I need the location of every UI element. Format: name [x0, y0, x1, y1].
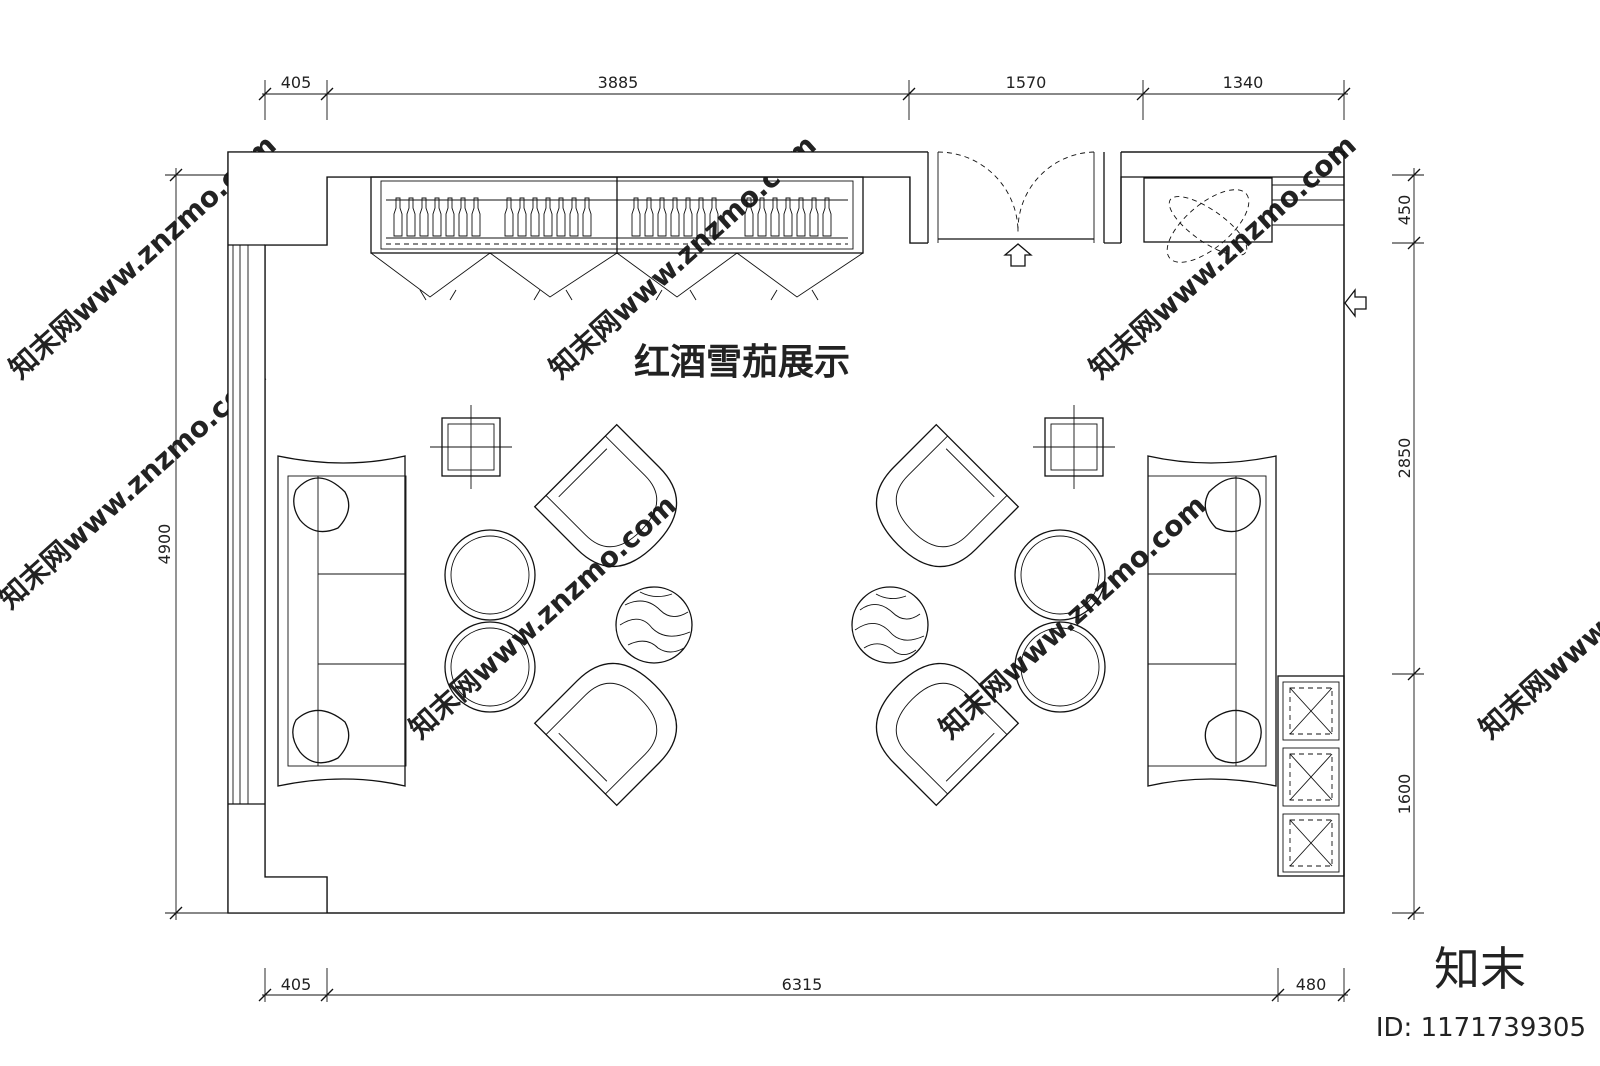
dimension-label: 405: [281, 73, 312, 92]
dimension-label: 405: [281, 975, 312, 994]
dimension-bottom: 405 6315 480: [258, 968, 1351, 1002]
armchair: [875, 662, 1020, 807]
wine-bottle-icon: [419, 197, 429, 237]
room-title: 红酒雪茄展示: [634, 342, 850, 383]
dimension-label: 480: [1296, 975, 1327, 994]
wine-bottle-icon: [582, 197, 592, 237]
watermark-text: 知末网www.znzmo.com: [933, 488, 1213, 745]
wine-bottle-icon: [406, 197, 416, 237]
wine-bottle-icon: [709, 197, 719, 237]
wine-bottle-icon: [744, 197, 754, 237]
round-ottoman: [1014, 529, 1106, 621]
wine-bottle-icon: [458, 197, 468, 237]
wine-bottle-icon: [644, 197, 654, 237]
double-door: [937, 151, 1095, 267]
wine-display-cabinet: [370, 176, 864, 301]
wine-bottle-icon: [631, 197, 641, 237]
dimension-left: 4900: [155, 168, 230, 920]
side-table-left: [430, 405, 512, 489]
wine-bottle-icon: [822, 197, 832, 237]
walls: [227, 151, 1345, 914]
wood-coffee-table: [615, 586, 693, 664]
wine-bottle-icon: [393, 197, 403, 237]
armchair: [533, 662, 678, 807]
wine-bottle-icon: [783, 197, 793, 237]
dimension-label: 1340: [1223, 73, 1264, 92]
wine-bottle-icon: [445, 197, 455, 237]
round-ottoman: [444, 621, 536, 713]
wine-bottle-icon: [530, 197, 540, 237]
dimension-right: 450 2850 1600: [1392, 168, 1424, 920]
wine-bottle-icon: [432, 197, 442, 237]
wine-bottle-icon: [809, 197, 819, 237]
dimension-top: 405 3885 1570 1340: [258, 73, 1351, 120]
watermark-text: 知末网www.znzmo.com: [1083, 128, 1363, 385]
wine-bottle-icon: [683, 197, 693, 237]
wine-bottle-icon: [696, 197, 706, 237]
dimension-label: 1600: [1395, 774, 1414, 815]
dimension-label: 6315: [782, 975, 823, 994]
armchair: [875, 423, 1020, 568]
wine-bottle-icon: [770, 197, 780, 237]
wine-bottle-icon: [471, 197, 481, 237]
wine-bottle-icon: [670, 197, 680, 237]
armchair: [533, 423, 678, 568]
dimension-label: 2850: [1395, 438, 1414, 479]
wine-bottle-icon: [543, 197, 553, 237]
sofa-left: [277, 455, 407, 787]
wine-bottle-icon: [556, 197, 566, 237]
dimension-label: 1570: [1006, 73, 1047, 92]
image-id-watermark: ID: 1171739305: [1376, 1013, 1586, 1043]
wood-coffee-table: [851, 586, 929, 664]
wine-bottle-icon: [569, 197, 579, 237]
wine-bottle-icon: [504, 197, 514, 237]
dimension-label: 3885: [598, 73, 639, 92]
wine-bottle-icon: [657, 197, 667, 237]
wine-bottle-icon: [757, 197, 767, 237]
wine-bottle-icon: [517, 197, 527, 237]
round-ottoman: [1014, 621, 1106, 713]
wine-bottle-icon: [796, 197, 806, 237]
watermark-text: 知末网www.znzmo.com: [1473, 488, 1600, 745]
cigar-cabinet: [1277, 675, 1345, 877]
sofa-right: [1147, 455, 1277, 787]
entry-arrow-icon: [1003, 243, 1033, 267]
side-table-right: [1033, 405, 1115, 489]
dimension-label: 4900: [155, 524, 174, 565]
side-entry-arrow-icon: [1344, 288, 1367, 318]
dimension-label: 450: [1395, 195, 1414, 226]
watermark-text: 知末网www.znzmo.com: [403, 488, 683, 745]
round-ottoman: [444, 529, 536, 621]
brand-watermark: 知末: [1434, 942, 1526, 996]
